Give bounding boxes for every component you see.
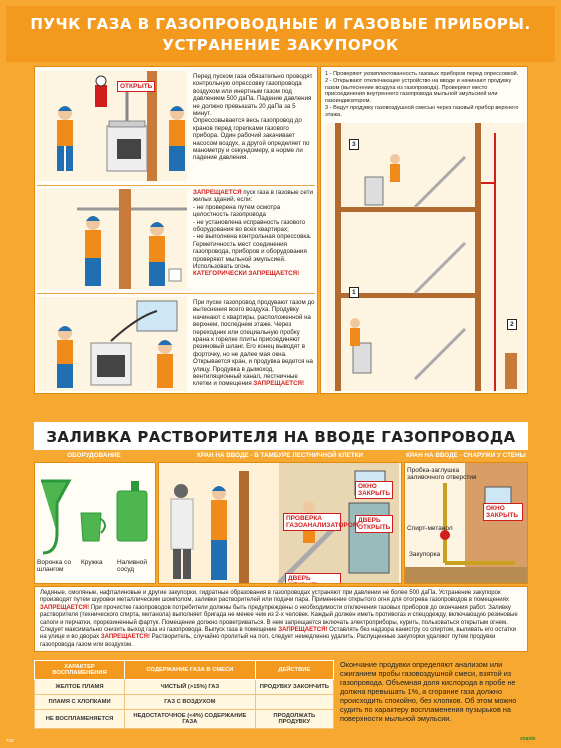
step-marker-2: 2	[507, 319, 517, 330]
rules-p4: Оставлять без надзора канистру со спирто…	[40, 627, 516, 641]
step-marker-3: 3	[349, 139, 359, 150]
label-methanol: Спирт-метанол	[407, 525, 453, 532]
section-solvent-title: ЗАЛИВКА РАСТВОРИТЕЛЯ НА ВВОДЕ ГАЗОПРОВОД…	[34, 422, 528, 450]
th-action: ДЕЙСТВИЕ	[254, 660, 335, 680]
panel-purge-steps: 1 - Проверяют укомплектованность газовых…	[320, 66, 528, 394]
rules-p2: При прочистке газопроводов потребители д…	[90, 604, 487, 611]
th-flame: ХАРАКТЕР ВОСПЛАМЕНЕНИЯ	[33, 660, 126, 680]
tag-indoor-valve: КРАН НА ВВОДЕ - В ТАМБУРЕ ЛЕСТНИЧНОЙ КЛЕ…	[197, 452, 363, 459]
callout-door-open-1: ДВЕРЬ ОТКРЫТЬ	[355, 515, 393, 533]
tag-equipment: ОБОРУДОВАНИЕ	[67, 452, 121, 459]
label-vessel: Наливной сосуд	[117, 559, 148, 573]
flame-table: ХАРАКТЕР ВОСПЛАМЕНЕНИЯ СОДЕРЖАНИЕ ГАЗА В…	[33, 660, 335, 729]
rules-p5: Растворитель, случайно пролитый на пол, …	[151, 634, 356, 641]
step-marker-1: 1	[349, 287, 359, 298]
panel-outdoor-valve: Пробка-заглушка заливочного отверстия ОК…	[404, 462, 528, 584]
fire-forbidden: КАТЕГОРИЧЕСКИ ЗАПРЕЩАЕТСЯ!	[193, 270, 300, 278]
label-blockage: Закупорка	[409, 551, 441, 558]
cell: ПРОДОЛЖАТЬ ПРОДУВКУ	[254, 709, 335, 729]
table-row: ЖЕЛТОЕ ПЛАМЯ ЧИСТЫЙ (>15%) ГАЗ ПРОДУВКУ …	[33, 679, 335, 695]
forbidden-text: пуск газа в газовые сети жилых зданий, е…	[193, 189, 313, 204]
cell: НЕДОСТАТОЧНОЕ (<4%) СОДЕРЖАНИЕ ГАЗА	[124, 709, 256, 729]
divider-2	[37, 293, 315, 294]
purge-forbidden: ЗАПРЕЩАЕТСЯ!	[253, 380, 305, 388]
label-mug: Кружка	[81, 559, 103, 566]
step-2: 2 - Открывают отключающее устройство на …	[325, 77, 512, 105]
table-row: ПЛАМЯ С ХЛОПКАМИ ГАЗ С ВОЗДУХОМ	[33, 694, 335, 710]
forbidden-item-3: - не выполнена контрольная опрессовка.	[193, 233, 312, 241]
title-line-2: УСТРАНЕНИЕ ЗАКУПОРОК	[162, 36, 399, 54]
building-cross-section	[325, 123, 525, 391]
text-pressure-test: Перед пуском газа обязательно проводят к…	[193, 73, 315, 162]
panel-gas-start: ОТКРЫТЬ Перед пуском газа обязательно пр…	[34, 66, 318, 394]
panel-indoor-valve: ОКНО ЗАКРЫТЬ ДВЕРЬ ОТКРЫТЬ ПРОВЕРКА ГАЗО…	[158, 462, 402, 584]
step-3: 3 - Ведут продувку газовоздушной смесью …	[325, 104, 519, 118]
poster-code: 733	[6, 738, 14, 743]
rules-p1: Ледяные, смоляные, нафталиновые и другие…	[40, 590, 509, 604]
label-funnel: Воронка со шлангом	[37, 559, 72, 573]
label-plug: Пробка-заглушка заливочного отверстия	[407, 467, 477, 481]
poster-title: ПУЧК ГАЗА В ГАЗОПРОВОДНЫЕ И ГАЗОВЫЕ ПРИБ…	[6, 6, 555, 62]
equipment-drawing	[41, 479, 148, 555]
table-row: НЕ ВОСПЛАМЕНЯЕТСЯ НЕДОСТАТОЧНОЕ (<4%) СО…	[33, 709, 335, 729]
callout-door-open-2: ДВЕРЬ ОТКРЫТЬ	[285, 573, 341, 583]
rules-p3: Заливку растворителя (технического спирт…	[40, 604, 518, 634]
panel-equipment: Воронка со шлангом Кружка Наливной сосуд	[34, 462, 156, 584]
cell: ПРОДУВКУ ЗАКОНЧИТЬ	[254, 679, 335, 695]
scene-inspection	[37, 189, 187, 289]
th-gas-content: СОДЕРЖАНИЕ ГАЗА В СМЕСИ	[124, 660, 256, 680]
cell: ПЛАМЯ С ХЛОПКАМИ	[33, 694, 126, 710]
purge-end-note: Окончание продувки определяют анализом и…	[340, 660, 517, 723]
callout-window-close-2: ОКНО ЗАКРЫТЬ	[483, 503, 523, 521]
scene-purge	[37, 297, 187, 391]
fire-text: Использовать огонь	[193, 263, 251, 271]
text-purge: При пуске газопровод продувают газом до …	[193, 299, 315, 388]
text-pressure-2: Опрессовывается весь газопровод до крано…	[193, 117, 310, 162]
text-forbidden-start: ЗАПРЕЩАЕТСЯ пуск газа в газовые сети жил…	[193, 189, 315, 278]
soap-check-text: Герметичность мест соединения газопровод…	[193, 240, 307, 263]
cell: ЧИСТЫЙ (>15%) ГАЗ	[124, 679, 256, 695]
purge-text: При пуске газопровод продувают газом до …	[193, 299, 315, 388]
outdoor-valve-scene	[405, 463, 527, 583]
solvent-rules-text: Ледяные, смоляные, нафталиновые и другие…	[34, 586, 528, 652]
step-1: 1 - Проверяют укомплектованность газовых…	[325, 71, 519, 77]
forbidden-item-2: - не установлена исправность газового об…	[193, 218, 306, 234]
title-line-1: ПУЧК ГАЗА В ГАЗОПРОВОДНЫЕ И ГАЗОВЫЕ ПРИБ…	[30, 15, 531, 33]
cell: ГАЗ С ВОЗДУХОМ	[124, 694, 256, 710]
scene-pressure-test	[37, 71, 187, 181]
forbidden-label: ЗАПРЕЩАЕТСЯ	[193, 189, 242, 196]
callout-window-close-1: ОКНО ЗАКРЫТЬ	[355, 481, 393, 499]
text-pressure-1: Перед пуском газа обязательно проводят к…	[193, 73, 313, 118]
rules-p3-red: ЗАПРЕЩАЕТСЯ!	[278, 627, 328, 634]
cell: НЕ ВОСПЛАМЕНЯЕТСЯ	[33, 709, 126, 729]
purge-steps: 1 - Проверяют укомплектованность газовых…	[325, 71, 525, 119]
open-callout: ОТКРЫТЬ	[117, 81, 156, 92]
rules-p1-red: ЗАПРЕЩАЕТСЯ!	[40, 604, 90, 611]
cell: ЖЕЛТОЕ ПЛАМЯ	[33, 679, 126, 695]
forbidden-item-1: - не проверена путем осмотра целостность…	[193, 203, 281, 219]
rules-p6: Распущенные закупорки удаляют путем прод…	[40, 634, 496, 648]
callout-gas-analyzer: ПРОВЕРКА ГАЗОАНАЛИЗАТОРОМ	[283, 513, 358, 531]
brand-logo: znanie	[520, 736, 536, 742]
rules-p4-red: ЗАПРЕЩАЕТСЯ!	[100, 634, 150, 641]
divider-1	[37, 185, 315, 186]
cell	[254, 694, 335, 710]
tag-outdoor-valve: КРАН НА ВВОДЕ - СНАРУЖИ У СТЕНЫ	[406, 452, 526, 459]
